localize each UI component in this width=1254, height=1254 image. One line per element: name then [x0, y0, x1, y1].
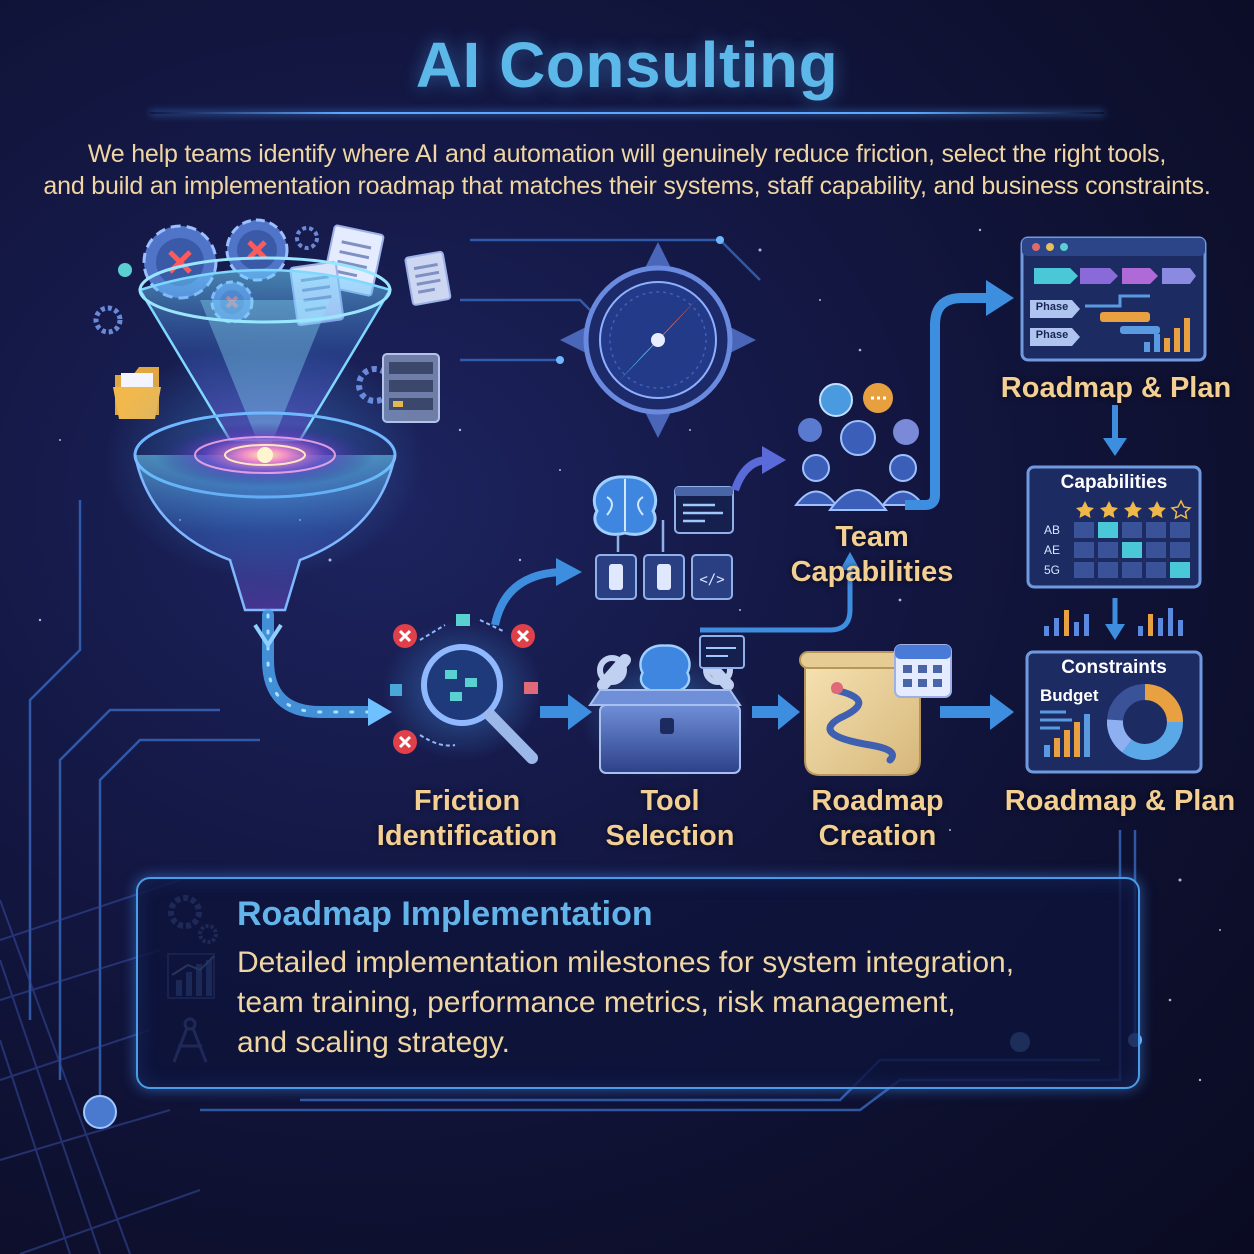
step-label-friction-identification: Friction Identification	[362, 784, 572, 854]
constraints-budget-label: Budget	[1040, 686, 1099, 705]
implementation-text-line-1: Detailed implementation milestones for s…	[237, 946, 1015, 979]
donut-chart-icon	[1106, 684, 1183, 760]
star-icon	[1076, 499, 1192, 520]
implementation-text-line-3: and scaling strategy.	[237, 1026, 510, 1059]
step-label-line: Identification	[376, 820, 558, 852]
step-label-line: Roadmap	[811, 785, 944, 817]
switch-icon-row: </>	[595, 520, 733, 600]
step-label-line: Creation	[818, 820, 937, 852]
funnel-icon	[105, 256, 425, 612]
map-scroll-icon	[799, 651, 926, 776]
title-divider	[150, 112, 1104, 114]
flow-arrow-to-team	[731, 446, 786, 492]
capabilities-row-label: 5G	[1044, 563, 1061, 577]
error-icon	[393, 624, 417, 648]
error-icon	[393, 730, 417, 754]
phase-label: Phase	[1035, 329, 1069, 341]
flow-arrow-to-roadmap-panel	[905, 280, 1014, 510]
flow-arrows-main	[540, 694, 1014, 730]
calendar-icon	[894, 644, 952, 698]
intro-text-line-2: and build an implementation roadmap that…	[43, 172, 1211, 200]
compass-icon	[560, 242, 756, 438]
brain-icon	[592, 475, 658, 536]
step-label-tool-selection: Tool Selection	[585, 784, 755, 854]
grid-floor	[0, 879, 201, 1254]
constraints-title: Constraints	[1061, 657, 1167, 678]
step-label-roadmap-plan-bottom: Roadmap & Plan	[1004, 785, 1236, 817]
team-icon	[794, 383, 925, 511]
implementation-text-line-2: team training, performance metrics, risk…	[237, 986, 956, 1019]
chat-bubble-icon	[798, 383, 919, 445]
code-window-icon	[674, 486, 734, 534]
roadmap-plan-panel	[1020, 236, 1207, 362]
capabilities-panel	[1026, 465, 1202, 589]
flow-arrow-plan-to-capabilities	[1103, 405, 1127, 456]
flow-arrow-up-selection	[491, 558, 582, 626]
flow-arrow-tool-to-team	[700, 552, 860, 633]
page-title: AI Consulting	[415, 29, 839, 101]
capabilities-row-label: AB	[1044, 523, 1061, 537]
svg-text:</>: </>	[699, 572, 724, 588]
capabilities-row-label: AE	[1044, 543, 1061, 557]
capabilities-title: Capabilities	[1060, 472, 1168, 493]
toolbox-icon	[580, 635, 750, 780]
flow-arrow-capabilities-to-constraints	[1105, 598, 1125, 640]
implementation-title: Roadmap Implementation	[237, 895, 653, 933]
error-icon	[511, 624, 535, 648]
step-label-line: Tool	[640, 785, 700, 817]
implementation-box	[136, 877, 1140, 1089]
flow-arrow-funnel	[253, 609, 392, 726]
step-label-team-capabilities: Team Capabilities	[790, 521, 954, 588]
intro-text-line-1: We help teams identify where AI and auto…	[87, 140, 1167, 168]
step-label-roadmap-creation: Roadmap Creation	[790, 784, 965, 854]
friction-identification-icon	[382, 614, 542, 764]
step-label-line: Friction	[413, 785, 521, 817]
step-label-line: Selection	[605, 820, 735, 852]
bar-chart-icon	[1044, 608, 1183, 636]
step-label-roadmap-plan-top: Roadmap & Plan	[1000, 372, 1232, 404]
phase-label: Phase	[1035, 301, 1069, 313]
